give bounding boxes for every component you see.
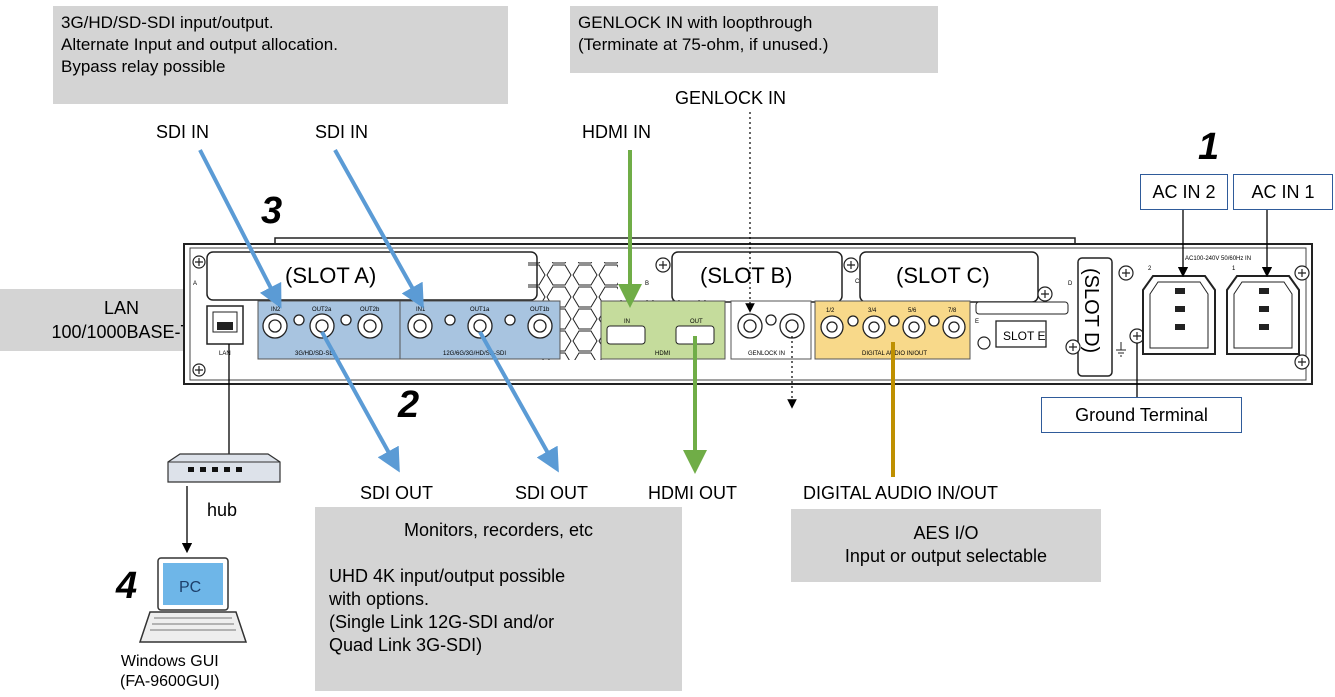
aes-port-label: 3/4 [868,308,877,314]
screw-icons [192,255,1310,377]
callout-line: Monitors, recorders, etc [403,520,594,540]
aes-callout: AES I/O Input or output selectable [791,509,1101,582]
hub-icon [167,453,281,483]
slot-d-label: (SLOT D) [1080,268,1102,353]
slot-b-mark: B [645,281,649,287]
slot-d-mark: D [1068,281,1073,287]
genlock-group-label: GENLOCK IN [748,351,785,357]
hdmi-card: IN OUT HDMI [600,300,726,360]
slot-e-label: SLOT E [1003,329,1045,343]
slot-b-label: (SLOT B) [700,263,793,288]
callout-line: with options. [329,589,430,609]
port-label-in2: IN2 [271,307,281,313]
step-number-3: 3 [261,190,283,232]
sdi-out-label-2: SDI OUT [515,483,589,503]
hdmi-in-port-label: IN [624,319,630,325]
step-number-4: 4 [116,565,138,607]
sdi-out-arrow-1 [320,331,400,473]
sdi-out-arrow-2 [478,331,559,473]
callout-line: (Single Link 12G-SDI and/or [329,612,555,632]
sdi-io-callout: 3G/HD/SD-SDI input/output. Alternate Inp… [53,6,508,104]
slot-e-mark: E [975,319,979,325]
port-label-out1b: OUT1b [530,307,550,313]
sdi-card-b: IN1 OUT1a OUT1b 12G/6G/3G/HD/SD-SDI [399,300,561,360]
windows-gui-line: Windows GUI [120,653,219,670]
callout-line: AES I/O [913,523,979,543]
ac-inlet-2[interactable] [1142,275,1216,355]
aes-port-label: 7/8 [948,308,957,314]
callout-line: GENLOCK IN with loopthrough [578,13,813,32]
lan-port[interactable]: LAN [206,305,244,357]
sdi-in-arrow-2 [333,149,424,309]
callout-line: 3G/HD/SD-SDI input/output. [61,13,274,32]
sdi-group-a-label: 3G/HD/SD-SDI [295,351,336,357]
callout-line: Alternate Input and output allocation. [61,35,338,54]
ac-in-2-label: AC IN 2 [1140,174,1228,210]
slot-e [975,301,1069,348]
ac-inlet-1[interactable] [1226,275,1300,355]
sdi-in-label-2: SDI IN [315,122,369,142]
digital-audio-label: DIGITAL AUDIO IN/OUT [803,483,999,503]
aes-port-label: 5/6 [908,308,917,314]
port-label-out1a: OUT1a [470,307,490,313]
ac1-port-label: 1 [1232,266,1236,272]
ac-in-1-label: AC IN 1 [1233,174,1333,210]
laptop-icon [138,557,248,643]
pc-label: PC [179,579,201,596]
callout-line: LAN [103,298,139,318]
port-label-out2b: OUT2b [360,307,380,313]
hub-label: hub [207,500,238,520]
hdmi-out-port-label: OUT [690,319,703,325]
ac-rating-label: AC100-240V 50/60Hz IN [1185,256,1251,262]
port-label-in1: IN1 [416,307,426,313]
monitors-callout: Monitors, recorders, etc UHD 4K input/ou… [315,507,682,691]
genlock-card: GENLOCK IN [730,300,812,360]
slot-c-label: (SLOT C) [896,263,990,288]
ac2-port-label: 2 [1148,266,1152,272]
sdi-out-label-1: SDI OUT [360,483,434,503]
sdi-in-arrow-1 [198,149,282,309]
slot-a-label: (SLOT A) [285,263,376,288]
genlock-callout: GENLOCK IN with loopthrough (Terminate a… [570,6,938,73]
ground-symbol-icon [1116,342,1126,357]
slot-c-mark: C [855,279,860,285]
windows-gui-line: (FA-9600GUI) [120,673,220,690]
callout-line: Input or output selectable [844,546,1048,566]
ground-terminal-label: Ground Terminal [1041,397,1242,433]
genlock-in-label: GENLOCK IN [675,88,787,108]
sdi-in-label-1: SDI IN [156,122,210,142]
sdi-group-b-label: 12G/6G/3G/HD/SD-SDI [443,351,506,357]
lan-port-label: LAN [219,351,231,357]
callout-line: Bypass relay possible [61,57,226,76]
port-label-out2a: OUT2a [312,307,332,313]
callout-line: (Terminate at 75-ohm, if unused.) [578,35,829,54]
aes-port-label: 1/2 [826,308,835,314]
hdmi-group-label: HDMI [655,351,671,357]
callout-line: UHD 4K input/output possible [329,566,566,586]
sdi-card-a: IN2 OUT2a OUT2b 3G/HD/SD-SDI [257,300,401,360]
windows-gui-label: Windows GUI (FA-9600GUI) [120,652,220,692]
callout-line: Quad Link 3G-SDI) [329,635,483,655]
slot-a-mark: A [193,281,197,287]
hdmi-out-label: HDMI OUT [648,483,737,503]
hdmi-in-label: HDMI IN [582,122,651,142]
step-number-1: 1 [1198,126,1220,168]
callout-line: 100/1000BASE-T [51,322,192,342]
slot-d-plate [1077,257,1113,377]
step-number-2: 2 [398,384,420,426]
